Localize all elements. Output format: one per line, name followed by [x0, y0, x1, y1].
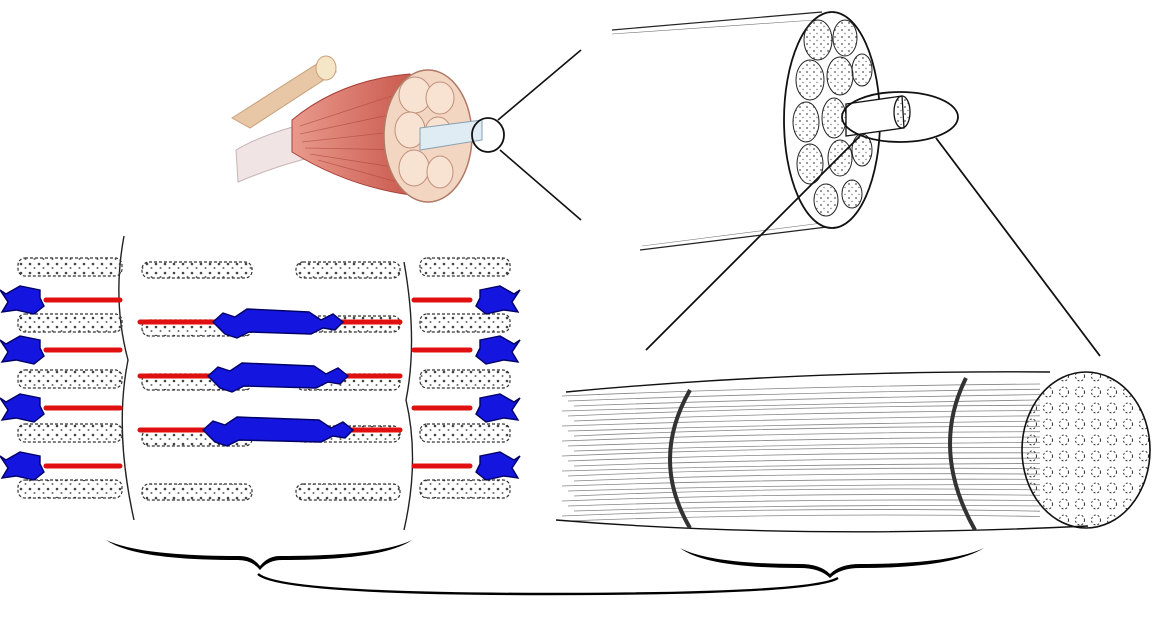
myosin-filament — [0, 451, 45, 481]
myofibril — [573, 425, 1041, 437]
myofibril — [573, 441, 1041, 452]
myofibril — [561, 446, 1041, 457]
myofibril — [573, 394, 1041, 407]
callout-line-lower — [499, 149, 582, 221]
myosin-filament — [0, 285, 45, 315]
myofibril — [573, 473, 1041, 482]
myosin-filament — [211, 308, 345, 339]
z-band-left — [668, 389, 692, 530]
fascicle-outline-top — [611, 11, 823, 31]
z-disc-granules — [419, 257, 511, 277]
z-disc-granules — [17, 369, 123, 389]
myofibril — [567, 452, 1041, 462]
myofibril — [561, 431, 1041, 442]
z-line-left — [118, 235, 135, 521]
z-disc-granules — [419, 369, 511, 389]
callout-line-upper — [497, 49, 582, 121]
muscle-fiber-illustration — [555, 371, 1151, 533]
myofibril — [567, 514, 1041, 522]
z-disc-granules — [17, 257, 123, 277]
bone-end — [315, 55, 337, 81]
myofibril — [567, 499, 1041, 507]
myofibril-lines — [561, 383, 1041, 522]
z-disc-granules — [419, 479, 511, 499]
myosin-filament — [475, 451, 521, 481]
callout-oval-fiber — [841, 91, 959, 143]
fiber-top-edge — [565, 371, 1051, 393]
myofibril — [567, 388, 1041, 402]
z-line-right — [403, 261, 414, 531]
fiber-bottom-edge — [555, 519, 1089, 533]
z-disc-granules — [419, 423, 511, 443]
callout-line-fiber-right — [935, 137, 1101, 357]
extracted-fascicle — [419, 119, 483, 151]
myofibril — [561, 415, 1041, 427]
myofibril — [573, 488, 1041, 497]
myofibril — [561, 399, 1041, 412]
myofibril — [573, 410, 1041, 422]
myofibril — [567, 436, 1041, 447]
bracket-sarcomere — [106, 540, 412, 570]
myosin-filament — [206, 362, 350, 393]
myosin-filament — [475, 285, 521, 315]
myofibril — [561, 463, 1041, 472]
whole-muscle-illustration — [231, 55, 505, 203]
myosin-filament — [475, 335, 521, 365]
muscle-fascicle-illustration — [611, 11, 959, 251]
z-disc-granules — [141, 483, 253, 501]
myosin-filament — [475, 393, 521, 423]
myosin-filament — [0, 393, 45, 423]
z-disc-granules — [17, 479, 123, 499]
myofibril — [567, 467, 1041, 477]
z-disc-granules — [141, 261, 253, 279]
bracket-connector — [257, 573, 839, 596]
myofibril — [567, 404, 1041, 417]
myofibril — [573, 505, 1041, 512]
myofibril — [567, 484, 1041, 492]
myofibril — [561, 509, 1041, 517]
myofibril — [561, 383, 1041, 397]
myofibril — [561, 494, 1041, 502]
fascicle-outline-bottom — [639, 225, 836, 251]
fiber-bundle-ends — [792, 19, 873, 217]
myofibril — [561, 478, 1041, 487]
callout-line-fiber-left — [645, 135, 861, 351]
z-disc-granules — [17, 423, 123, 443]
sarcomere-illustration — [0, 235, 521, 531]
callout-circle-muscle — [471, 117, 505, 153]
myosin-filament — [0, 335, 45, 365]
z-disc-granules — [295, 261, 401, 279]
z-disc-granules — [17, 313, 123, 333]
myofibril — [567, 420, 1041, 432]
z-band-right — [948, 377, 977, 531]
brackets — [106, 540, 984, 596]
myosin-filament — [201, 416, 355, 447]
myofibril — [573, 457, 1041, 467]
z-disc-granules — [295, 483, 401, 501]
bracket-fiber — [680, 548, 984, 578]
fiber-cross-section — [1021, 371, 1151, 529]
z-disc-granules — [419, 313, 511, 333]
